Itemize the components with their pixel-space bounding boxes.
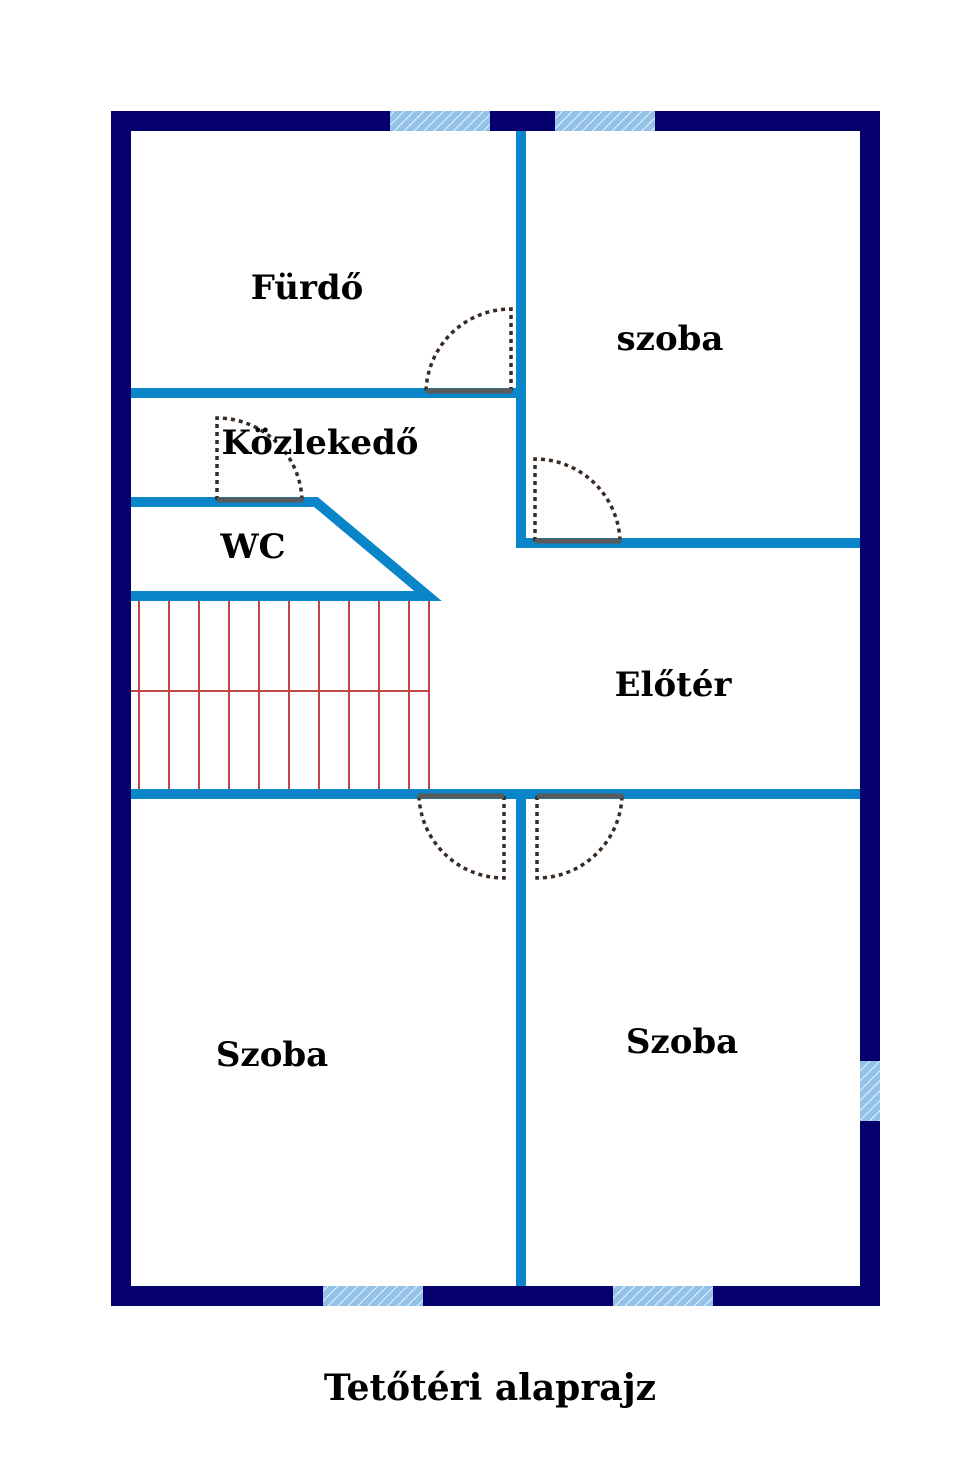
door-room-top (533, 457, 622, 544)
label-furdo: Fürdő (251, 268, 364, 308)
door-wc (215, 416, 304, 503)
windows (323, 111, 880, 1306)
outer-wall-right (860, 111, 880, 1306)
inner-walls (131, 131, 860, 1286)
label-wc: WC (219, 527, 285, 567)
door-room-bottom-right (535, 793, 624, 880)
doors (215, 307, 624, 880)
outer-wall-bottom (111, 1286, 880, 1306)
label-szoba-bottom-right: Szoba (626, 1022, 738, 1062)
window-bottom-left (323, 1286, 423, 1306)
label-szoba-top: szoba (617, 319, 724, 359)
stairs (131, 597, 430, 791)
door-bathroom (424, 307, 513, 394)
outer-walls (111, 111, 880, 1306)
window-top-right (555, 111, 655, 131)
outer-wall-top (111, 111, 880, 131)
window-right-side (860, 1061, 880, 1121)
door-room-bottom-left (417, 793, 506, 880)
label-elotor: Előtér (615, 665, 733, 705)
label-kozlekedo: Közlekedő (222, 423, 419, 463)
plan-caption: Tetőtéri alaprajz (324, 1367, 656, 1409)
room-labels: Fürdő szoba Közlekedő WC Előtér Szoba Sz… (216, 268, 738, 1075)
outer-wall-left (111, 111, 131, 1306)
label-szoba-bottom-left: Szoba (216, 1035, 328, 1075)
window-bottom-right (613, 1286, 713, 1306)
window-top-left (390, 111, 490, 131)
